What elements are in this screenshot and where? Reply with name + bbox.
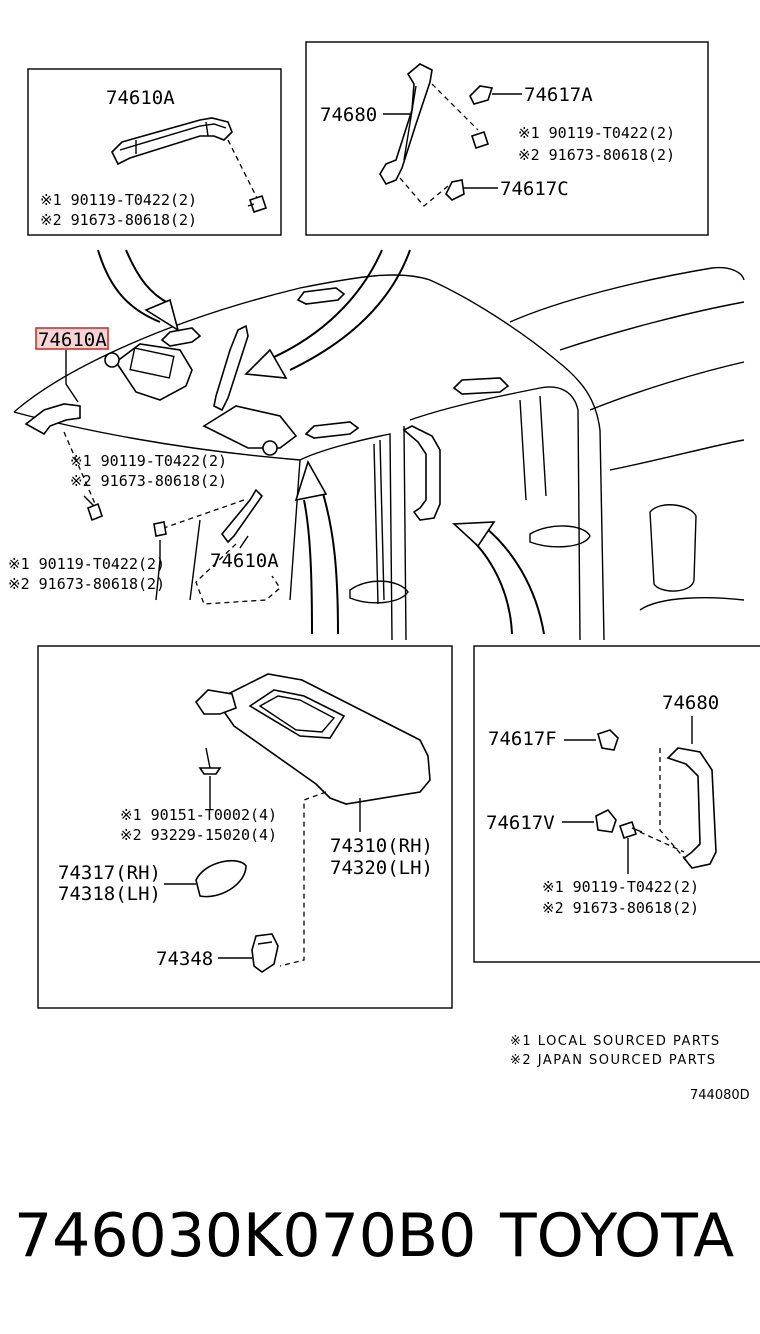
cap-icon-74617a [469,85,494,105]
label-74318: 74318(LH) [58,883,161,905]
vertical-grip-icon [379,63,433,185]
cap-icon-74617c [445,179,465,201]
label-74680-bottom: 74680 [662,692,719,714]
label-74617f: 74617F [488,728,557,750]
label-mid-l4: ※2 91673-80618(2) [8,575,165,593]
clip-icon-74348 [251,933,279,973]
highlight-box [35,327,109,350]
label-br-l1: ※1 90119-T0422(2) [542,878,699,896]
label-74680-top: 74680 [320,104,377,126]
label-bl-l2: ※2 93229-15020(4) [120,826,277,844]
brand-name: TOYOTA [499,1201,734,1271]
label-74617v: 74617V [486,812,555,834]
label-mid-l3: ※1 90119-T0422(2) [8,555,165,573]
cap-icon-74617v [595,808,617,833]
screw-icon-br [618,820,643,840]
note-local-sourced: ※1 LOCAL SOURCED PARTS [510,1034,721,1049]
label-74317: 74317(RH) [58,862,161,884]
label-tr-l2: ※2 91673-80618(2) [518,146,675,164]
label-bl-l1: ※1 90151-T0002(4) [120,806,277,824]
inset-right-grip: 74680 74617F 74617V ※1 90119-T0422(2) ※2… [473,645,760,963]
label-74617a: 74617A [524,84,593,106]
label-74610a-highlight[interactable]: 74610A [38,329,107,351]
screw-icon [247,194,268,214]
note-japan-sourced: ※2 JAPAN SOURCED PARTS [510,1053,717,1068]
part-number: 746030K070B0 [14,1201,476,1271]
screw-icon-tr [470,130,490,150]
screw-icon-mid-a [83,495,103,522]
label-tl-l1: ※1 90119-T0422(2) [40,191,197,209]
label-mid-l1: ※1 90119-T0422(2) [70,452,227,470]
screw-icon-mid-b [153,521,167,537]
screw-icon-visor [198,747,222,775]
assist-grip-icon [111,117,233,166]
diagram-reference-code: 744080D [690,1088,750,1103]
inset-top-right: 74680 74617A ※1 90119-T0422(2) ※2 91673-… [305,41,709,236]
inset-top-left: 74610A ※1 90119-T0422(2) ※2 91673-80618(… [27,68,282,236]
label-74610a-mid: 74610A [210,550,279,572]
label-tr-l1: ※1 90119-T0422(2) [518,124,675,142]
sun-visor-icon [194,673,431,805]
vehicle-interior-view: 74610A ※1 90119-T0422(2) ※2 91673-80618(… [8,249,745,641]
cap-icon-74617f [597,729,619,751]
label-74617c: 74617C [500,178,569,200]
label-74320: 74320(LH) [330,857,433,879]
label-74310: 74310(RH) [330,835,433,857]
label-mid-l2: ※2 91673-80618(2) [70,472,227,490]
assist-grip-icon-br [666,747,717,869]
label-tl-l2: ※2 91673-80618(2) [40,211,197,229]
label-br-l2: ※2 91673-80618(2) [542,899,699,917]
label-74610a-top: 74610A [106,87,175,109]
mirror-cover-icon [195,859,247,898]
inset-sun-visor: ※1 90151-T0002(4) ※2 93229-15020(4) 7431… [37,645,453,1009]
label-74348: 74348 [156,948,213,970]
